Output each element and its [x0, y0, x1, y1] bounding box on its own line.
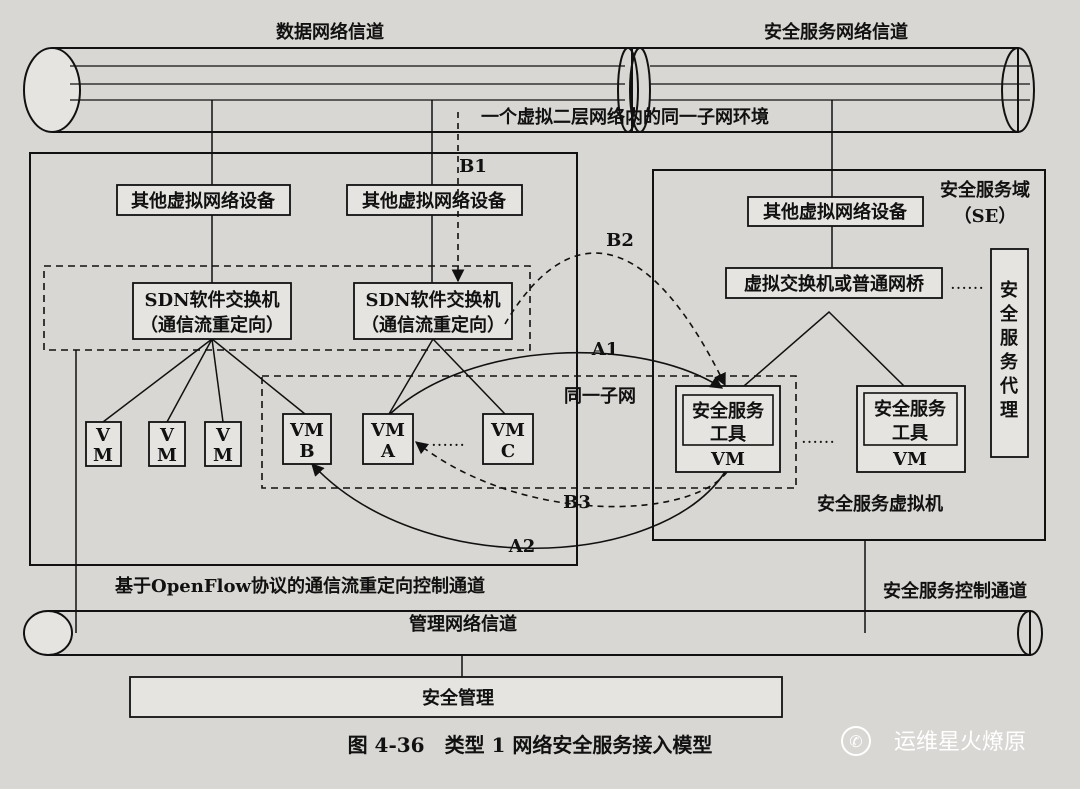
security-tool-1-line2: 工具 — [710, 424, 746, 445]
virtual-device-box-1 — [116, 184, 291, 216]
vm-ellipsis: …… — [431, 431, 465, 451]
security-proxy-box — [990, 248, 1029, 458]
se-device-label: 其他虚拟网络设备 — [763, 201, 908, 223]
same-subnet-env-label: 一个虚拟二层网络内的同一子网环境 — [481, 106, 769, 128]
left-host-domain — [29, 152, 578, 566]
management-channel-label: 管理网络信道 — [409, 613, 517, 635]
virtual-device-box-2 — [346, 184, 523, 216]
flow-b2 — [504, 252, 726, 387]
flow-b1-label: B1 — [459, 156, 487, 177]
vm-a-line2: A — [380, 441, 396, 462]
flow-b3 — [414, 441, 728, 508]
vm-box-3 — [204, 421, 242, 467]
se-domain-title: 安全服务域 — [940, 179, 1030, 201]
vm-b-box — [282, 413, 332, 465]
security-service-domain — [652, 169, 1046, 541]
security-tool-2-line2: 工具 — [892, 423, 928, 444]
virtual-device-label-2: 其他虚拟网络设备 — [362, 190, 507, 212]
vm-c-box — [482, 413, 534, 465]
data-channel-label: 数据网络信道 — [276, 21, 384, 43]
virtual-switch-label: 虚拟交换机或普通网桥 — [744, 273, 925, 295]
vm-1-line2: M — [93, 445, 113, 466]
flow-a2-label: A2 — [508, 536, 536, 557]
flow-b3-label: B3 — [563, 492, 591, 513]
vm-3-line2: M — [213, 445, 233, 466]
vm-box-2 — [148, 421, 186, 467]
switch-proxy-ellipsis: …… — [950, 274, 984, 294]
virtual-device-label-1: 其他虚拟网络设备 — [131, 190, 276, 212]
security-vm-group-label: 安全服务虚拟机 — [817, 493, 943, 515]
same-subnet-label: 同一子网 — [564, 386, 636, 407]
vm-b-line1: VM — [289, 420, 324, 441]
sdn-switch-box-1 — [132, 282, 292, 340]
vm-c-line1: VM — [490, 420, 525, 441]
vm-2-line2: M — [157, 445, 177, 466]
vm-1-line1: V — [95, 425, 111, 446]
data-network-pipe — [23, 47, 633, 133]
vm-2-line1: V — [159, 425, 175, 446]
sdn-switch-box-2 — [353, 282, 513, 340]
security-tool-box-1 — [682, 394, 774, 446]
security-vm-2-label: VM — [892, 449, 927, 470]
security-control-channel-label: 安全服务控制通道 — [883, 580, 1027, 602]
security-tool-1-line1: 安全服务 — [692, 400, 765, 422]
openflow-channel-label: 基于OpenFlow协议的通信流重定向控制通道 — [114, 575, 485, 597]
security-proxy-label: 安全服务代理 — [999, 279, 1019, 421]
security-vm-1-label: VM — [710, 449, 745, 470]
security-management-box — [129, 676, 783, 718]
watermark-text: 运维星火燎原 — [894, 730, 1026, 755]
flow-b2-label: B2 — [606, 230, 634, 251]
same-subnet-dashed-region — [261, 375, 797, 489]
vm-box-1 — [85, 421, 122, 467]
sdn-dashed-region — [43, 265, 531, 351]
flow-a1 — [389, 351, 724, 415]
security-channel-label: 安全服务网络信道 — [764, 21, 908, 43]
security-tool-2-line1: 安全服务 — [874, 398, 947, 420]
security-network-pipe — [617, 47, 1035, 133]
sdn-switch-2-line2: （通信流重定向） — [361, 314, 505, 336]
vm-3-line1: V — [215, 425, 231, 446]
figure-caption: 图 4-36 类型 1 网络安全服务接入模型 — [348, 733, 713, 757]
flow-a1-label: A1 — [591, 339, 619, 360]
vm-a-line1: VM — [370, 420, 405, 441]
flow-a2 — [311, 463, 726, 549]
security-vm-ellipsis: …… — [801, 428, 835, 448]
security-tool-box-2 — [863, 392, 958, 446]
se-device-box — [747, 196, 924, 227]
virtual-switch-box — [725, 267, 943, 299]
security-management-label: 安全管理 — [422, 687, 494, 709]
watermark: ✆ 运维星火燎原 — [841, 726, 1026, 756]
se-domain-abbr: （SE） — [954, 206, 1017, 227]
management-network-pipe — [23, 610, 1043, 656]
vm-b-line2: B — [299, 441, 314, 462]
vm-c-line2: C — [501, 441, 515, 462]
vm-a-box — [362, 413, 414, 465]
wechat-icon: ✆ — [849, 732, 862, 751]
sdn-switch-2-line1: SDN软件交换机 — [365, 289, 500, 311]
sdn-switch-1-line1: SDN软件交换机 — [144, 289, 279, 311]
sdn-switch-1-line2: （通信流重定向） — [140, 314, 284, 336]
